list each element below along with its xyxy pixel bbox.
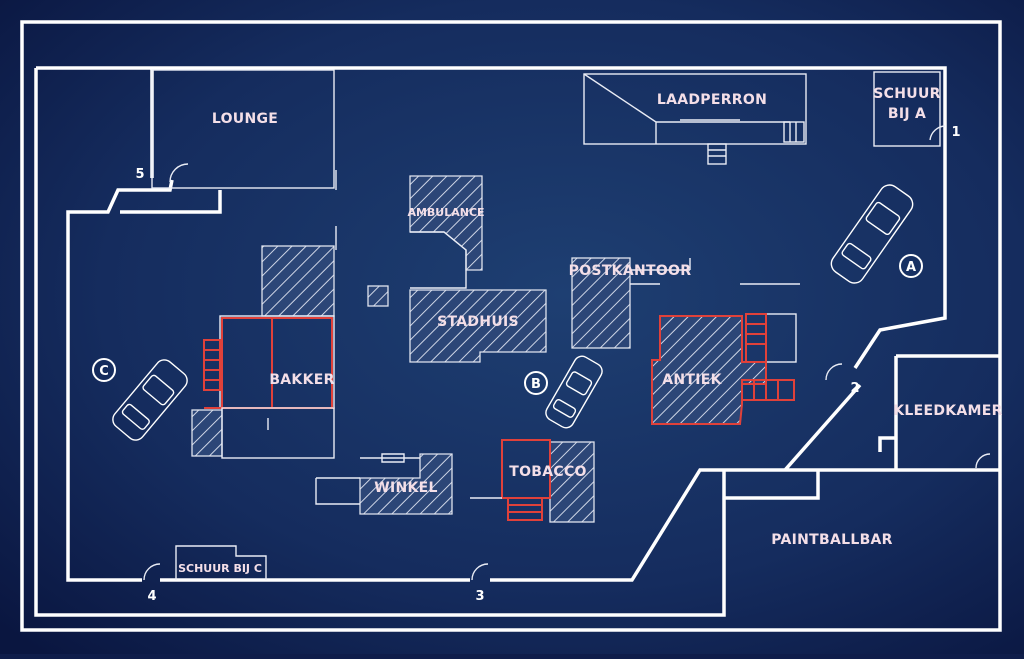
lounge-label: LOUNGE bbox=[212, 111, 278, 127]
small-obstacle bbox=[367, 285, 389, 307]
marker-b-label: B bbox=[531, 377, 541, 392]
entrance-3[interactable]: 3 bbox=[471, 563, 489, 604]
entrance-5-label: 5 bbox=[135, 167, 144, 182]
postkantoor-building: POSTKANTOOR bbox=[569, 257, 800, 349]
entrance-4[interactable]: 4 bbox=[143, 563, 161, 604]
paintballbar-area: PAINTBALLBAR bbox=[724, 470, 893, 548]
car-near-b bbox=[545, 355, 603, 429]
entrance-5[interactable]: 5 bbox=[135, 163, 189, 183]
kleedkamer-label: KLEEDKAMER bbox=[893, 403, 1002, 419]
lounge-building: LOUNGE bbox=[151, 69, 337, 190]
bakker-building: BAKKER bbox=[191, 245, 335, 459]
schuur-c-building: SCHUUR BIJ C bbox=[175, 545, 267, 580]
bakker-label: BAKKER bbox=[269, 372, 334, 388]
schuur-a-label-2: BIJ A bbox=[888, 106, 926, 122]
tobacco-label: TOBACCO bbox=[509, 464, 587, 480]
marker-c-label: C bbox=[99, 364, 109, 379]
winkel-label: WINKEL bbox=[374, 480, 438, 496]
laadperron-building: LAADPERRON bbox=[583, 73, 807, 165]
ambulance-building: AMBULANCE bbox=[407, 175, 485, 289]
car-near-a bbox=[830, 184, 914, 284]
perimeter-wall bbox=[34, 66, 1000, 617]
marker-a: A bbox=[899, 254, 923, 278]
entrance-2[interactable]: 2 bbox=[825, 363, 860, 396]
entrance-1[interactable]: 1 bbox=[929, 125, 961, 141]
postkantoor-label: POSTKANTOOR bbox=[569, 263, 692, 279]
antiek-label: ANTIEK bbox=[662, 372, 722, 388]
entrance-2-label: 2 bbox=[850, 381, 859, 396]
winkel-building: WINKEL bbox=[315, 453, 453, 515]
tobacco-building: TOBACCO bbox=[470, 439, 595, 523]
marker-c: C bbox=[92, 358, 116, 382]
schuur-a-building: SCHUUR BIJ A bbox=[873, 71, 941, 147]
ambulance-label: AMBULANCE bbox=[407, 206, 484, 219]
paintballbar-label: PAINTBALLBAR bbox=[771, 532, 893, 548]
antiek-building: ANTIEK bbox=[651, 313, 797, 425]
laadperron-label: LAADPERRON bbox=[657, 92, 767, 108]
entrance-4-label: 4 bbox=[147, 589, 156, 604]
marker-a-label: A bbox=[906, 260, 916, 275]
entrance-3-label: 3 bbox=[475, 589, 484, 604]
entrance-1-label: 1 bbox=[951, 125, 960, 140]
outer-frame bbox=[20, 20, 1002, 632]
stadhuis-building: STADHUIS bbox=[409, 289, 547, 363]
marker-b: B bbox=[524, 371, 548, 395]
schuur-c-label: SCHUUR BIJ C bbox=[178, 562, 262, 575]
kleedkamer-building: KLEEDKAMER bbox=[878, 354, 1002, 470]
schuur-a-label-1: SCHUUR bbox=[873, 86, 940, 102]
car-near-c bbox=[112, 359, 188, 441]
stadhuis-label: STADHUIS bbox=[437, 314, 519, 330]
